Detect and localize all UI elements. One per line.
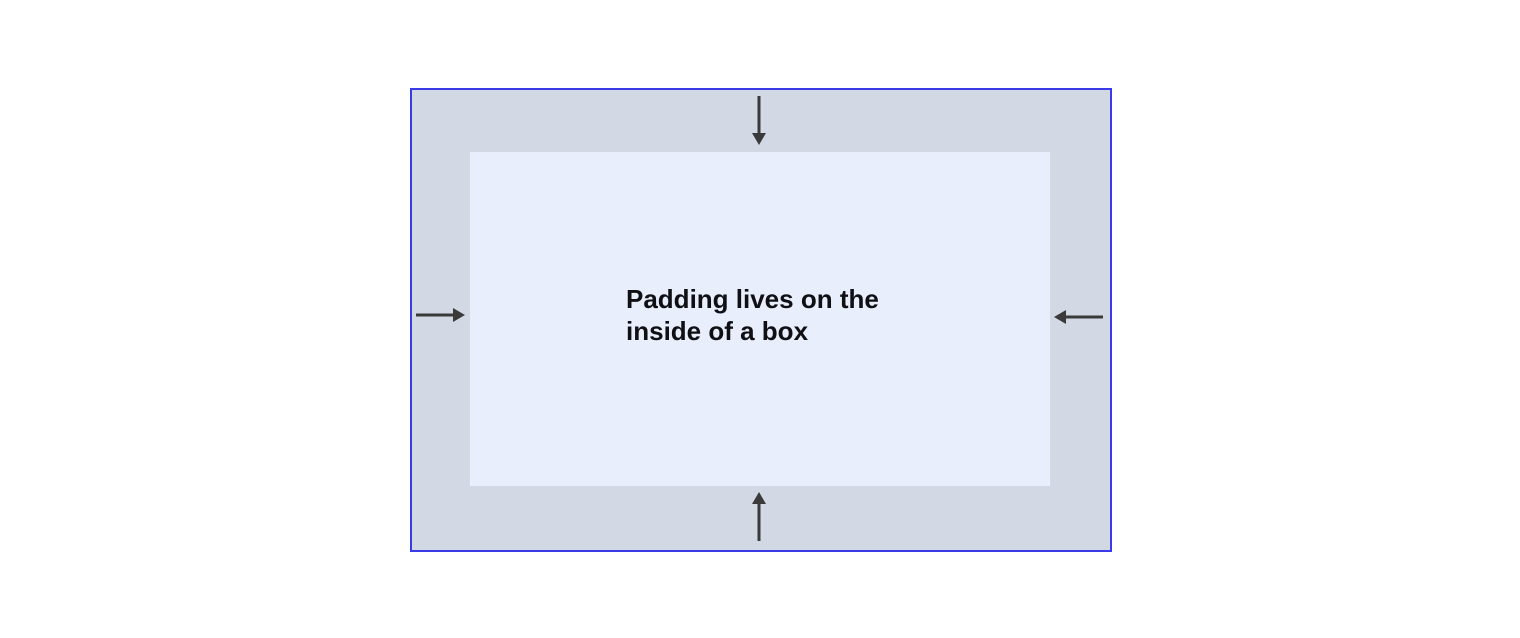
arrow-left-icon xyxy=(1054,310,1103,324)
arrow-down-icon xyxy=(752,96,766,145)
inner-content-box xyxy=(470,152,1050,486)
diagram-caption: Padding lives on the inside of a box xyxy=(626,284,879,346)
arrow-right-icon xyxy=(416,308,465,322)
arrow-up-icon xyxy=(752,492,766,541)
